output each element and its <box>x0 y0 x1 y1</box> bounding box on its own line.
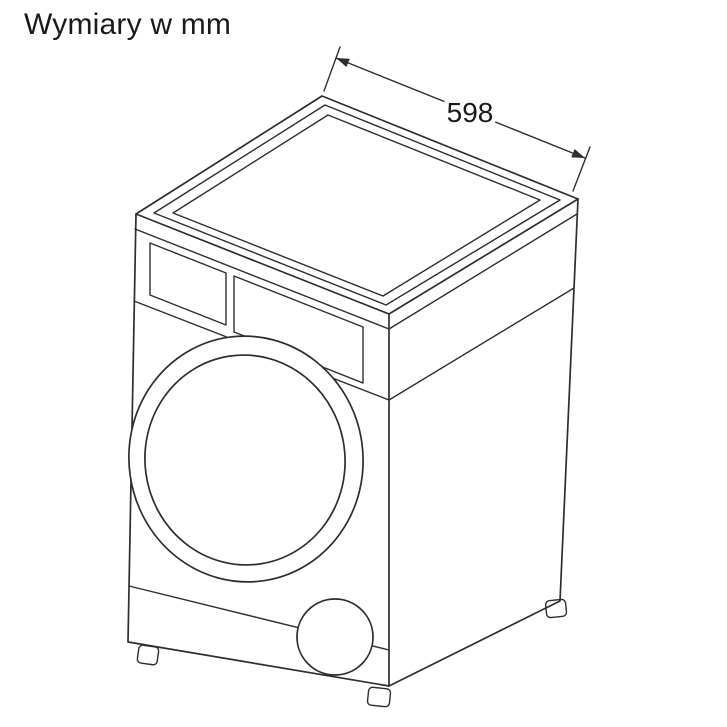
dimension-arrowhead-right-icon <box>571 149 585 158</box>
worktop-front-edges <box>135 198 579 315</box>
foot-left-icon <box>136 644 160 666</box>
dimension-extension-line-right <box>572 146 591 192</box>
foot-middle-icon <box>366 686 392 708</box>
width-dimension: 598 <box>323 46 591 192</box>
feet <box>136 598 568 708</box>
appliance-outline <box>127 95 579 687</box>
worktop-rim <box>153 104 561 306</box>
filter-door-circle <box>296 598 374 676</box>
page-title: Wymiary w mm <box>24 8 232 41</box>
worktop-underside-edge <box>134 213 578 330</box>
dimension-value-label: 598 <box>447 97 494 128</box>
worktop-inner-panel <box>172 114 541 297</box>
side-panel-edge <box>388 287 575 401</box>
door-outer-ring <box>128 335 364 583</box>
dimension-arrowhead-left-icon <box>336 58 350 67</box>
appliance-drawing <box>127 95 579 708</box>
dimension-extension-line-left <box>323 46 341 92</box>
foot-right-icon <box>544 598 568 619</box>
dimension-line <box>335 57 586 159</box>
display-window <box>149 242 227 326</box>
door-inner-ring <box>144 354 346 566</box>
control-window <box>233 275 364 384</box>
